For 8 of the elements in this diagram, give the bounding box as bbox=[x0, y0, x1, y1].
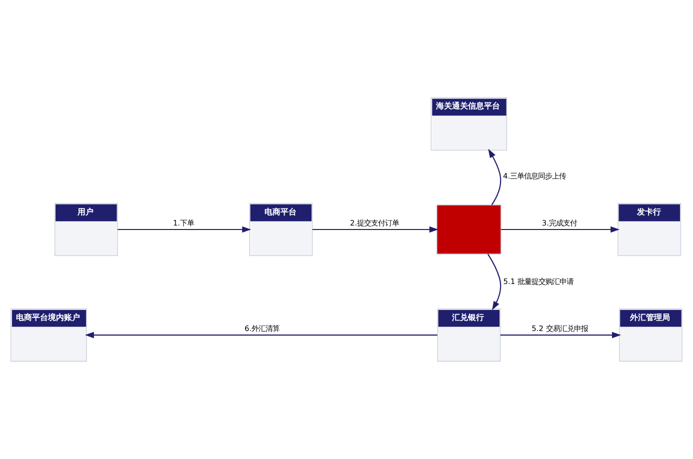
arrow bbox=[118, 226, 252, 233]
arrow bbox=[500, 332, 622, 338]
arrow bbox=[312, 226, 438, 233]
arrow bbox=[488, 148, 502, 206]
arrow bbox=[500, 226, 620, 233]
node-box bbox=[436, 204, 502, 254]
arrow bbox=[84, 332, 438, 338]
arrow bbox=[487, 254, 502, 310]
